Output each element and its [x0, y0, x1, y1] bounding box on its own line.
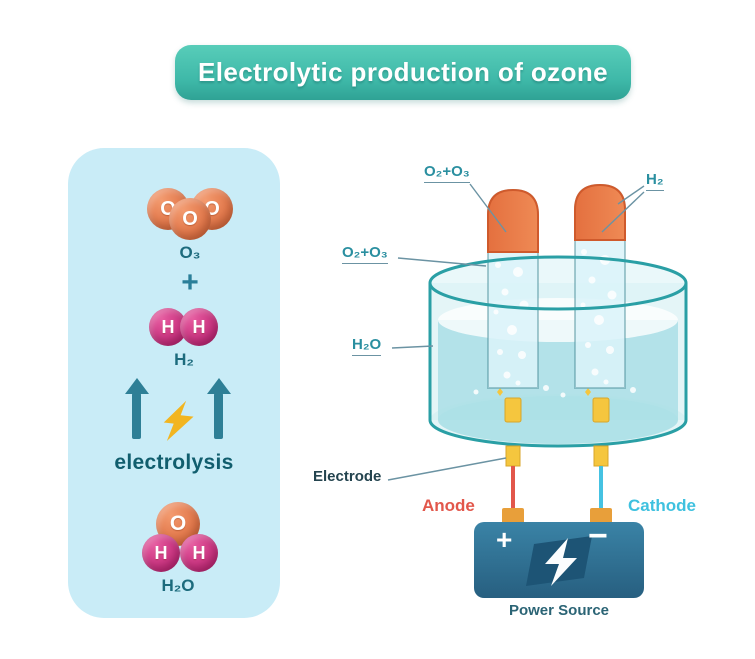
- o2-o3-gas-label-side: O₂+O₃: [342, 244, 388, 264]
- pointer-lines: [387, 183, 645, 481]
- electrode-stem-left: [505, 445, 521, 467]
- plus-sign: +: [181, 266, 199, 299]
- reaction-summary-panel: O O O O₃ + H H H₂ electrolysis O H H H₂O: [68, 148, 280, 618]
- anode-label: Anode: [422, 496, 475, 515]
- minus-terminal-sign: −: [588, 517, 608, 555]
- battery-terminal-left: [502, 508, 524, 524]
- page-title: Electrolytic production of ozone: [197, 57, 609, 87]
- electrolysis-apparatus-illustration: [387, 183, 688, 598]
- title-banner: Electrolytic production of ozone: [175, 45, 631, 100]
- power-source: [474, 508, 644, 598]
- cathode-label: Cathode: [628, 496, 696, 515]
- o2-o3-gas-label-top: O₂+O₃: [424, 163, 470, 183]
- beaker: [430, 257, 686, 446]
- electrode-label: Electrode: [313, 468, 382, 485]
- water-label: H₂O: [352, 336, 382, 356]
- oxygen-atom: O: [169, 198, 211, 240]
- electrodes: [497, 388, 610, 423]
- ozone-formula-label: O₃: [179, 243, 201, 262]
- spark-icon: [585, 388, 591, 396]
- electrode-stem-right: [593, 445, 609, 467]
- plus-terminal-sign: +: [496, 524, 513, 555]
- hydrogen-atom: H: [142, 534, 180, 572]
- wires: [505, 445, 609, 512]
- battery-terminal-right: [590, 508, 612, 524]
- lightning-bolt-icon: [163, 400, 194, 441]
- collected-gas-hydrogen: [574, 183, 626, 241]
- test-tube-right: [574, 183, 626, 389]
- collected-gas-oxygen-ozone: [487, 188, 539, 253]
- hydrogen-formula-label: H₂: [174, 350, 194, 369]
- power-source-label: Power Source: [508, 602, 610, 619]
- hydrogen-atom: H: [180, 534, 218, 572]
- h2-gas-label: H₂: [646, 171, 664, 191]
- test-tube-left: [487, 188, 539, 389]
- up-arrow-icon: [206, 378, 231, 439]
- spark-icon: [497, 388, 503, 396]
- beaker-outline: [428, 255, 688, 448]
- lightning-bolt-icon: [545, 538, 577, 586]
- hydrogen-atom: H: [180, 308, 218, 346]
- electrolysis-label: electrolysis: [114, 451, 234, 474]
- up-arrow-icon: [124, 378, 149, 439]
- water-formula-label: H₂O: [161, 576, 195, 595]
